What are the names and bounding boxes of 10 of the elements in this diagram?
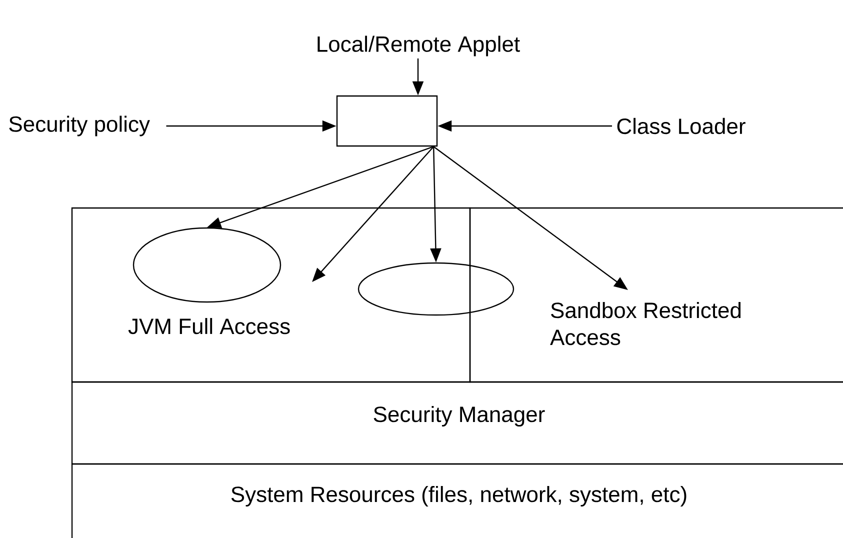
ellipse (132, 227, 282, 303)
layer-region: System Resources (files, network, system, etc) (71, 463, 843, 538)
layer-region: Sandbox Restricted Access (469, 207, 843, 383)
label-text: Local/Remote Applet (318, 36, 520, 56)
process-box (336, 95, 438, 147)
label-text: Security policy (9, 116, 150, 136)
layer-region: JVM Full Access (71, 207, 471, 383)
layer-region: Security Manager (71, 381, 843, 465)
ellipse (358, 262, 514, 316)
label-text: Class Loader (617, 118, 746, 134)
